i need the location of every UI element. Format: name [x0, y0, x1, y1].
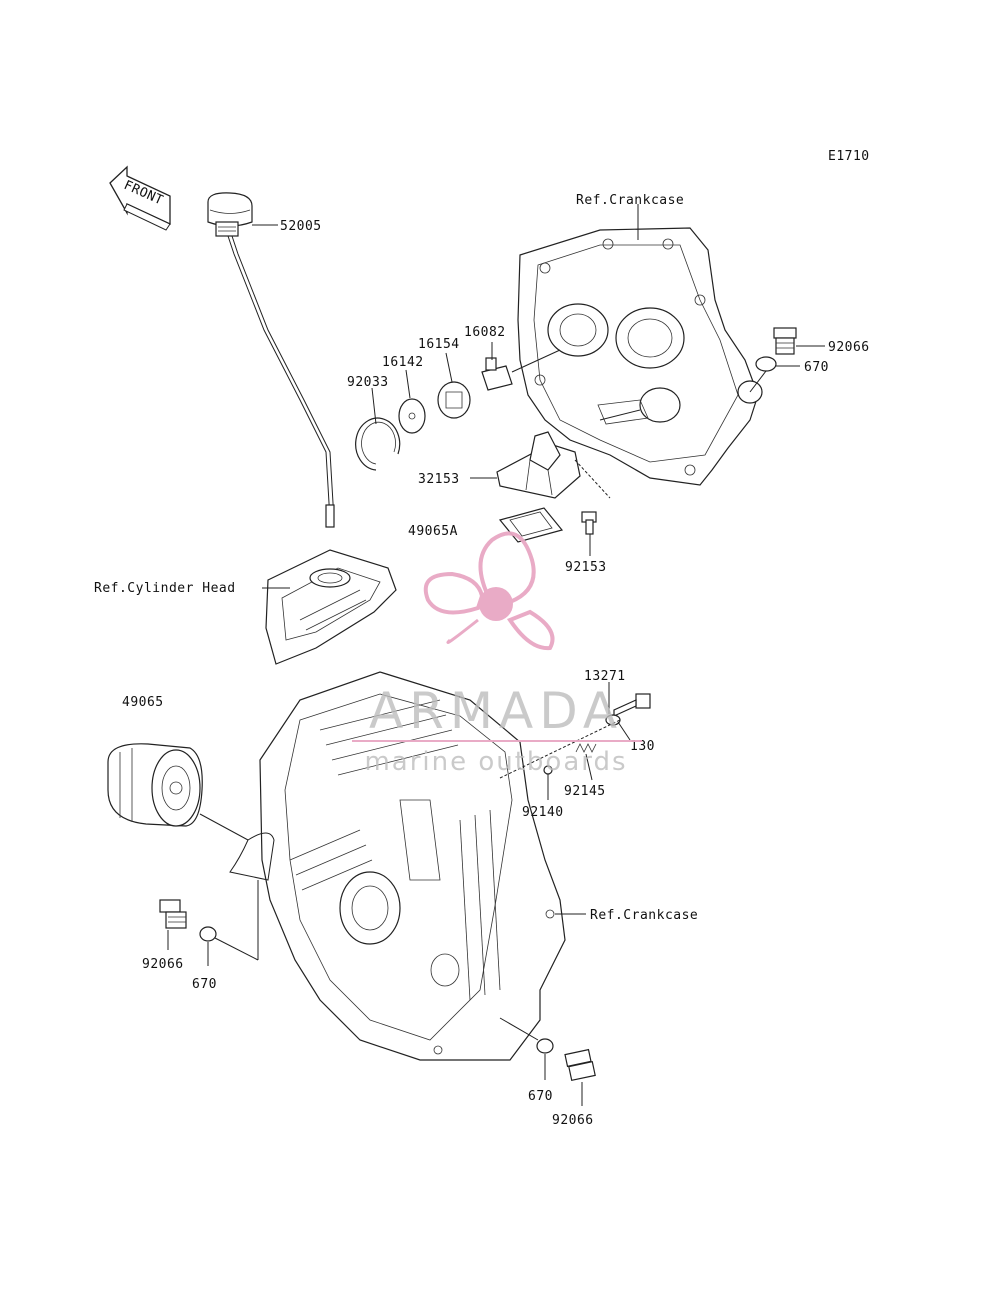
label-92145: 92145: [564, 784, 606, 799]
oil-filter-49065: [107, 743, 203, 827]
drain-plug-left: [159, 899, 187, 929]
label-92033: 92033: [347, 375, 389, 390]
reed-plate-49065a: [498, 507, 564, 543]
armada-watermark: ARMADA marine outboards: [352, 531, 642, 777]
label-16142: 16142: [382, 355, 424, 370]
o-ring-left: [199, 926, 217, 942]
label-92140: 92140: [522, 805, 564, 820]
ref-cylinder-head: Ref.Cylinder Head: [94, 581, 236, 596]
label-49065: 49065: [122, 695, 164, 710]
drain-plug-top: [773, 327, 797, 355]
valve-block-32153: [496, 431, 581, 499]
watermark-name: ARMADA: [369, 682, 623, 740]
cylinder-head-part: [265, 549, 397, 665]
watermark-tagline: marine outboards: [364, 747, 627, 777]
label-32153: 32153: [418, 472, 460, 487]
label-92066-a: 92066: [828, 340, 870, 355]
label-130: 130: [630, 739, 655, 754]
label-16082: 16082: [464, 325, 506, 340]
pump-disc-16142: [398, 398, 426, 434]
label-16154: 16154: [418, 337, 460, 352]
bolt-13271: [605, 693, 651, 726]
label-13271: 13271: [584, 669, 626, 684]
label-670-b: 670: [192, 977, 217, 992]
ref-crankcase-top: Ref.Crankcase: [576, 193, 684, 208]
circlip-92033: [355, 417, 401, 471]
spring-92145: [575, 743, 597, 753]
ref-crankcase-bottom: Ref.Crankcase: [590, 908, 698, 923]
crankcase-main: [259, 671, 566, 1061]
crankcase-cover-top: [517, 227, 763, 486]
dipstick-part: [207, 192, 335, 528]
drain-plug-bottom: [564, 1048, 596, 1082]
label-52005: 52005: [280, 219, 322, 234]
label-92066-c: 92066: [552, 1113, 594, 1128]
front-arrow-icon: FRONT: [109, 165, 171, 231]
pump-shaft-16082: [481, 357, 513, 391]
o-ring-top: [755, 356, 777, 372]
o-ring-bottom: [536, 1038, 554, 1054]
propeller-logo-icon: [423, 531, 555, 651]
pump-rotor-16154: [437, 381, 471, 419]
bolt-92153: [581, 511, 597, 535]
label-92066-b: 92066: [142, 957, 184, 972]
label-49065a: 49065A: [408, 524, 458, 539]
diagram-code: E1710: [828, 149, 870, 164]
label-670-a: 670: [804, 360, 829, 375]
label-670-c: 670: [528, 1089, 553, 1104]
label-92153: 92153: [565, 560, 607, 575]
